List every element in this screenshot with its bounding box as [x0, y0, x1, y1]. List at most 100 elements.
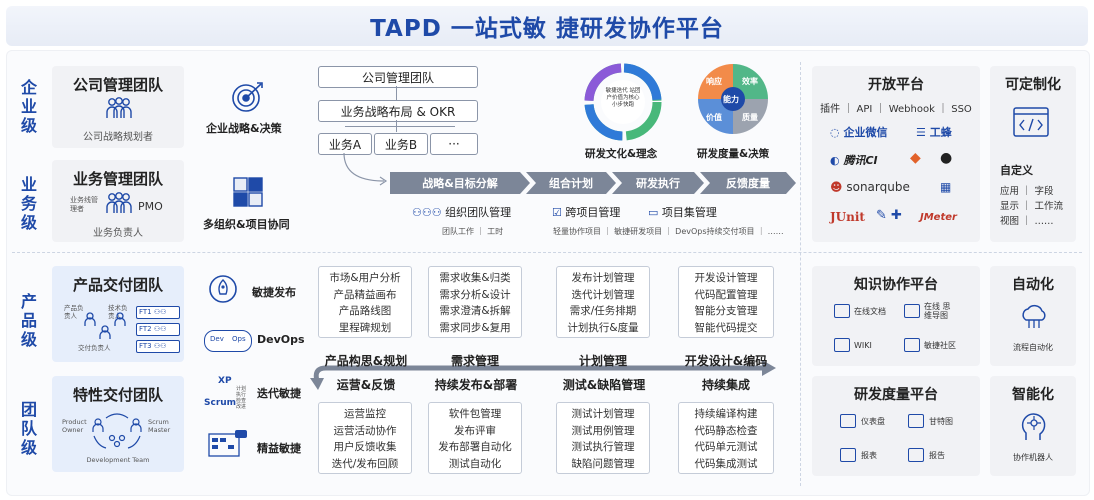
community-item: 敏捷社区: [904, 338, 956, 352]
pmo-label: PMO: [138, 200, 163, 213]
target-icon: [232, 82, 263, 112]
level-enterprise: 企业级: [20, 78, 37, 135]
devops-label: DevOps: [257, 333, 305, 346]
product-team-card: 产品交付团队 产品负责人 技术负责人 交付负责人 FT1 ⚇⚇ FT2 ⚇⚇ F…: [52, 266, 184, 362]
list-requirements: 需求收集&归类需求分析&设计需求澄清&拆解需求同步&复用: [428, 266, 522, 338]
kanban-icon: [208, 430, 247, 457]
wiki-item: WIKI: [834, 338, 872, 352]
wecom-icon: ◌: [830, 126, 840, 139]
company-team-role: 公司战略规划者: [83, 132, 153, 143]
intelligent-title: 智能化: [1012, 387, 1054, 403]
feature-team-card: 特性交付团队 Product Owner Scrum Master Develo…: [52, 376, 184, 472]
chat-icon: [904, 338, 920, 352]
metrics-quadrant-label: 响应: [706, 77, 722, 86]
cross-sub-label: 轻量协作项目 ｜ 敏捷研发项目 ｜ DevOps持续交付项目 ｜ ……: [553, 227, 784, 236]
gongfeng-logo: ☰ 工蜂: [916, 126, 952, 139]
robot-head-icon: [1021, 413, 1046, 440]
flow-arrow-portfolio: 组合计划: [526, 172, 616, 194]
metrics-quadrant-label: 效率: [742, 77, 758, 86]
customizable-panel: 可定制化 自定义 应用 ｜ 字段 显示 ｜ 工作流 视图 ｜ ……: [990, 66, 1076, 242]
metrics-quadrant-label: 质量: [742, 113, 758, 122]
flow-connector: [396, 86, 397, 100]
junit-logo: JUnit: [830, 210, 865, 224]
org-sub-label: 团队工作 ｜ 工时: [442, 227, 504, 236]
report-item: 报告: [908, 448, 945, 462]
xp-scrum-icon: XP Scrum 计划执行 检查改进: [204, 376, 247, 410]
project-set-mgmt: ▭ 项目集管理: [648, 206, 717, 219]
github-icon: ●: [940, 150, 953, 166]
flow-curve-arrow: [343, 153, 388, 186]
list-testing: 测试计划管理测试用例管理测试执行管理缺陷问题管理: [556, 402, 650, 474]
gantt-icon: [908, 414, 924, 428]
product-owner-label: Product Owner: [62, 418, 87, 434]
gongfeng-icon: ☰: [916, 126, 926, 139]
wiki-icon: [834, 338, 850, 352]
business-team-card: 业务管理团队 业务线管理者 PMO 业务负责人: [52, 160, 184, 242]
lean-agile-label: 精益敏捷: [257, 442, 301, 455]
jenkins-icon: ☻: [830, 180, 843, 194]
open-platform-panel: 开放平台 插件 ｜ API ｜ Webhook ｜ SSO ◌ 企业微信 ☰ 工…: [812, 66, 980, 242]
title-bar: TAPD 一站式敏 捷研发协作平台: [6, 6, 1088, 46]
metrics-center-label: 能力: [723, 95, 739, 104]
tencent-ci-logo: ◐ 腾讯CI: [830, 154, 878, 167]
lifecycle-loop: [310, 360, 776, 390]
knowledge-panel: 知识协作平台 在线文档 在线 思维导图 WIKI 敏捷社区: [812, 266, 980, 366]
ft-item: FT2 ⚇⚇: [136, 323, 180, 336]
tencent-icon: ◐: [830, 154, 840, 167]
agile-release-label: 敏捷发布: [252, 286, 296, 299]
business-team-title: 业务管理团队: [72, 170, 163, 188]
line-manager-label: 业务线管理者: [70, 196, 98, 213]
flow-connector: [345, 126, 455, 127]
metrics-label: 研发度量&决策: [697, 148, 770, 160]
people-icon: ⚇⚇⚇: [412, 206, 442, 219]
people-group-icon: [106, 97, 132, 118]
cross-project-mgmt: ☑ 跨项目管理: [552, 206, 621, 219]
level-business: 业务级: [20, 175, 37, 232]
open-platform-apis: 插件 ｜ API ｜ Webhook ｜ SSO: [820, 104, 972, 115]
page-title: TAPD 一站式敏 捷研发协作平台: [370, 16, 724, 42]
stage-top: 开发设计&编码: [684, 354, 768, 368]
knowledge-title: 知识协作平台: [854, 277, 938, 293]
flow-arrow-strategy: 战略&目标分解: [390, 172, 530, 194]
flow-more: ···: [430, 133, 478, 155]
product-owner-label: 产品负责人: [64, 304, 84, 320]
mindmap-icon: [904, 304, 920, 318]
intelligent-panel: 智能化 协作机器人: [990, 376, 1076, 476]
scrum-master-label: Scrum Master: [148, 418, 171, 434]
metrics-quadrant-label: 价值: [706, 113, 722, 122]
custom-label: 自定义: [1000, 164, 1033, 177]
checklist-icon: ☑: [552, 206, 562, 219]
automation-panel: 自动化 流程自动化: [990, 266, 1076, 366]
list-operations: 运营监控运营活动协作用户反馈收集迭代/发布回顾: [318, 402, 412, 474]
iterative-agile-label: 迭代敏捷: [257, 387, 301, 400]
org-team-mgmt: ⚇⚇⚇ 组织团队管理: [412, 206, 512, 219]
tools-icon: ✎ ✚: [876, 208, 902, 223]
people-group-icon: [106, 192, 132, 213]
wecom-logo: ◌ 企业微信: [830, 126, 888, 139]
company-team-title: 公司管理团队: [72, 76, 163, 94]
metrics-quadrant-diagram: [698, 64, 768, 134]
rocket-icon: [209, 275, 237, 303]
ft-item: FT3 ⚇⚇: [136, 340, 180, 353]
jmeter-logo: JMeter: [920, 212, 957, 223]
cloud-flow-icon: [1022, 305, 1046, 328]
tech-owner-label: 技术负责人: [108, 304, 128, 320]
list-dev-design: 开发设计管理代码配置管理智能分支管理智能代码提交: [678, 266, 774, 338]
mindmap-item: 在线 思维导图: [904, 302, 980, 320]
culture-cycle-diagram: [584, 63, 662, 141]
customizable-title: 可定制化: [1005, 77, 1061, 93]
list-release: 软件包管理发布评审发布部署自动化测试自动化: [428, 402, 522, 474]
stage-top: 需求管理: [450, 354, 499, 368]
flow-biz-b: 业务B: [374, 133, 428, 155]
automation-title: 自动化: [1012, 277, 1054, 293]
online-doc-item: 在线文档: [834, 304, 886, 318]
gitlab-icon: ◆: [910, 150, 921, 166]
culture-label: 研发文化&理念: [585, 148, 658, 160]
folder-icon: ▭: [648, 206, 659, 219]
people-triangle-icon: [84, 312, 126, 339]
dev-team-label: Development Team: [86, 456, 150, 464]
chart-icon: [840, 448, 856, 462]
puzzle-icon: [233, 177, 263, 207]
team-cycle-icon: [92, 413, 142, 449]
intelligent-item: 协作机器人: [1013, 453, 1053, 462]
